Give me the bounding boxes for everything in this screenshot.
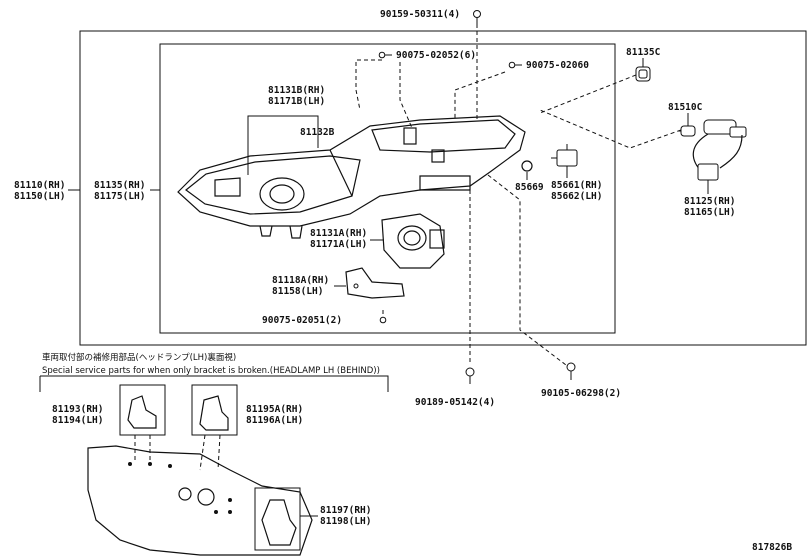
label-81135c: 81135C <box>626 47 661 58</box>
label-81193-rh: 81193(RH) <box>52 404 103 415</box>
label-81195a-rh: 81195A(RH) <box>246 404 303 415</box>
headlamp-rear-view-icon <box>87 445 313 556</box>
label-85661-rh: 85661(RH) <box>551 180 602 191</box>
leader-81195a-down <box>199 434 206 471</box>
bracket-81118a-icon <box>345 267 405 299</box>
label-81196a-lh: 81196A(LH) <box>246 415 303 426</box>
note-en: Special service parts for when only brac… <box>42 366 380 376</box>
label-81131b-rh: 81131B(RH) <box>268 85 325 96</box>
label-81131a-rh: 81131A(RH) <box>310 228 367 239</box>
label-90075-a: 90075-02052(6) <box>396 50 476 61</box>
label-81165-lh: 81165(LH) <box>684 207 735 218</box>
assembly-outer-frame <box>79 30 807 346</box>
figure-id: 817826B <box>752 542 792 553</box>
screw-90075-c-icon <box>379 310 387 324</box>
label-81194-lh: 81194(LH) <box>52 415 103 426</box>
cap-81135c-icon <box>635 66 651 82</box>
bulb-81510c-icon <box>678 125 696 137</box>
socket-wire-81125-icon <box>692 119 747 181</box>
leader-90075-b <box>454 71 506 118</box>
o-ring-85669-icon <box>521 160 533 172</box>
screw-90075-a-icon <box>378 51 392 59</box>
bracket-81197-box <box>254 487 301 551</box>
label-81110-rh: 81110(RH) <box>14 180 65 191</box>
label-81135-rh: 81135(RH) <box>94 180 145 191</box>
headlamp-housing-icon <box>177 115 526 239</box>
screw-90075-b-icon <box>508 61 522 69</box>
label-90075-c: 90075-02051(2) <box>262 315 342 326</box>
note-jp: 車両取付部の補修用部品(ヘッドランプ(LH)裏面視) <box>42 352 236 363</box>
label-81171a-lh: 81171A(LH) <box>310 239 367 250</box>
bracket-81197-icon <box>261 499 297 546</box>
label-81197-rh: 81197(RH) <box>320 505 371 516</box>
leader-90075-a-2 <box>399 62 413 129</box>
label-81158-lh: 81158(LH) <box>272 286 323 297</box>
bolt-90105-icon <box>566 362 576 380</box>
bulb-85661-icon <box>551 144 578 167</box>
label-81118a-rh: 81118A(RH) <box>272 275 329 286</box>
label-81132b: 81132B <box>300 127 335 138</box>
note-bracket-line <box>40 375 389 392</box>
projector-81131a-icon <box>381 213 445 269</box>
label-90105: 90105-06298(2) <box>541 388 621 399</box>
label-85669: 85669 <box>515 182 544 193</box>
bracket-81193-box <box>119 384 166 436</box>
label-81150-lh: 81150(LH) <box>14 191 65 202</box>
label-81510c: 81510C <box>668 102 703 113</box>
label-81175-lh: 81175(LH) <box>94 191 145 202</box>
bracket-81193-icon <box>127 395 157 429</box>
bolt-90189-icon <box>465 367 475 384</box>
label-81198-lh: 81198(LH) <box>320 516 371 527</box>
label-81125-rh: 81125(RH) <box>684 196 735 207</box>
leader-90105 <box>487 174 567 366</box>
leader-81131b <box>247 115 319 175</box>
label-85662-lh: 85662(LH) <box>551 191 602 202</box>
leader-81510c-dash <box>539 109 682 149</box>
leader-81135c-dash <box>539 74 637 114</box>
bracket-81195a-icon <box>199 395 229 431</box>
headlamp-inner-frame <box>159 43 616 334</box>
bolt-90159-icon <box>473 10 481 24</box>
leader-90075-a <box>355 59 382 111</box>
label-90189: 90189-05142(4) <box>415 397 495 408</box>
label-90075-b: 90075-02060 <box>526 60 589 71</box>
label-90159: 90159-50311(4) <box>380 9 460 20</box>
label-81171b-lh: 81171B(LH) <box>268 96 325 107</box>
bracket-81195a-box <box>191 384 238 436</box>
